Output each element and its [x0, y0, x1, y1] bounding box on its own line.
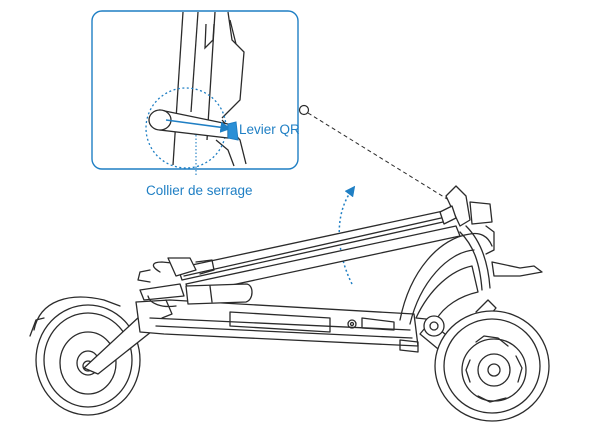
detail-inset: Levier QR Collier de serrage: [91, 10, 300, 198]
rear-fender: [33, 296, 121, 331]
scooter: [29, 185, 550, 422]
connector-ring: [298, 104, 310, 116]
steering-head: [439, 185, 495, 291]
rear-wheel: [35, 304, 141, 416]
qr-lever-label: Levier QR: [239, 122, 300, 137]
deck: [135, 299, 419, 353]
front-wheel: [434, 310, 550, 422]
connector-dashed-line: [307, 112, 453, 203]
clamp-label: Collier de serrage: [146, 183, 253, 198]
inset-frame: [91, 10, 299, 170]
front-fender: [399, 232, 543, 325]
qr-lever: [148, 109, 239, 141]
